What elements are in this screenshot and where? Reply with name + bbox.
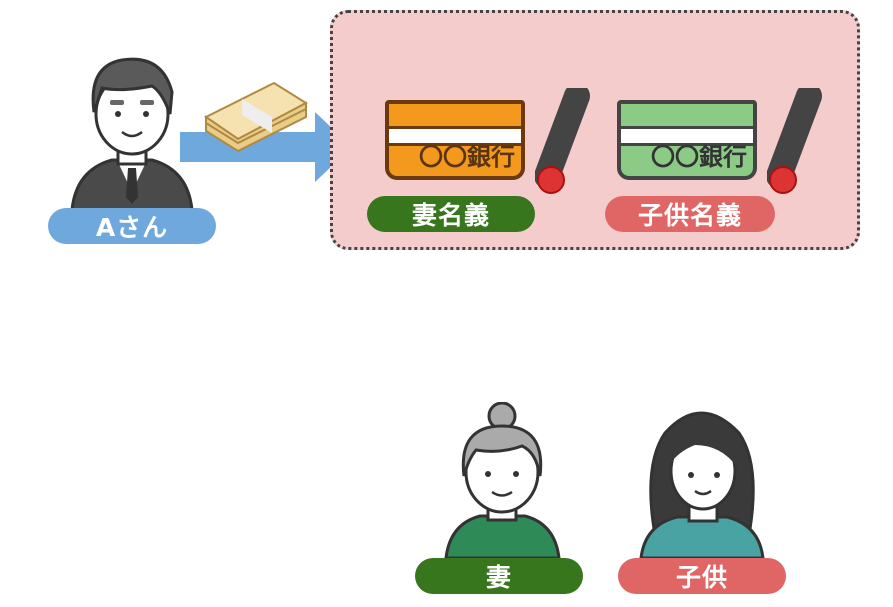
child-label: 子供 xyxy=(618,558,786,594)
hanko-seal-icon xyxy=(535,88,590,194)
wife-name-label: 妻名義 xyxy=(367,196,535,232)
wife-label: 妻 xyxy=(415,558,583,594)
bank-card-child: 〇〇銀行 xyxy=(617,100,757,180)
child-name-label: 子供名義 xyxy=(605,196,775,232)
man-a-illustration xyxy=(70,57,194,212)
bank-card-wife: 〇〇銀行 xyxy=(385,100,525,180)
child-illustration xyxy=(639,411,765,558)
person-a-label: Aさん xyxy=(48,208,216,244)
hanko-seal-icon xyxy=(767,88,822,194)
bank-name: 〇〇銀行 xyxy=(419,143,515,171)
money-bundle-icon xyxy=(204,81,309,153)
transfer-arrow xyxy=(180,112,352,182)
wife-illustration xyxy=(444,402,561,558)
bank-name: 〇〇銀行 xyxy=(651,143,747,171)
